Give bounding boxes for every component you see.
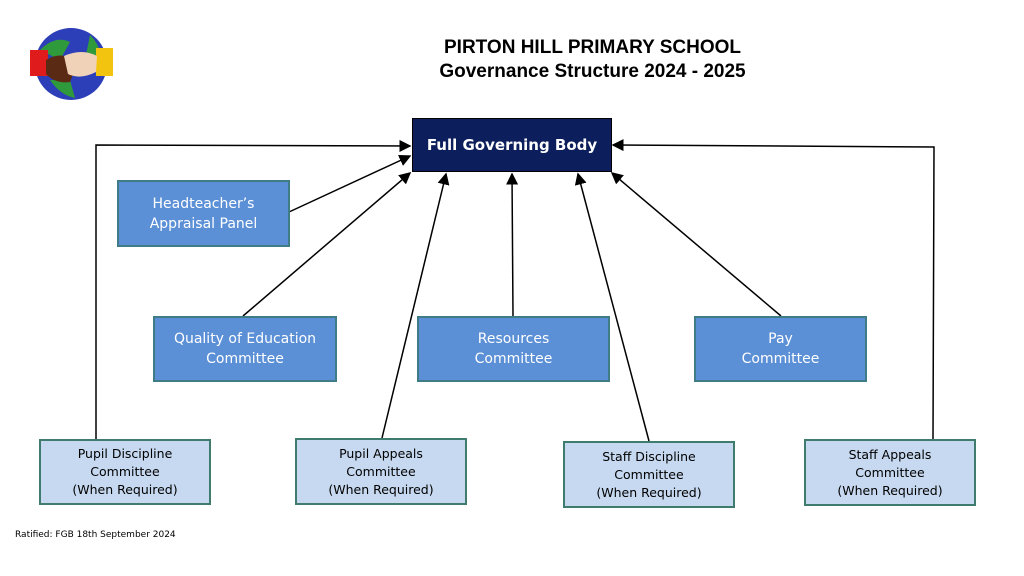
box-label: (When Required) — [837, 482, 943, 498]
connector-headteacher — [288, 154, 412, 213]
full-governing-body-box: Full Governing Body — [412, 118, 612, 172]
box-label: Full Governing Body — [426, 136, 598, 154]
box-label: (When Required) — [72, 482, 178, 497]
connector-staff-discipline — [574, 172, 650, 442]
school-name: PIRTON HILL PRIMARY SCHOOL — [444, 37, 741, 58]
connector-quality — [242, 172, 412, 317]
box-label: Committee — [206, 351, 284, 367]
box-label: Pay — [768, 331, 793, 347]
box-label: Quality of Education — [173, 331, 317, 347]
box-label: Headteacher’s — [152, 195, 255, 212]
box-label: Pupil Discipline — [77, 446, 173, 461]
box-label: Committee — [741, 351, 820, 367]
box-label: Staff Appeals — [848, 446, 932, 462]
box-label: Staff Discipline — [602, 448, 696, 464]
box-label: (When Required) — [328, 481, 434, 497]
school-logo — [30, 28, 113, 100]
box-label: Pupil Appeals — [339, 445, 423, 461]
box-label: Committee — [346, 463, 416, 479]
box-label: (When Required) — [596, 484, 702, 500]
box-label: Committee — [474, 351, 553, 367]
connector-staff-appeals — [611, 139, 935, 440]
connector-pupil-appeals — [381, 172, 450, 439]
connector-pupil-discipline — [95, 139, 412, 439]
connector-resources — [506, 172, 519, 317]
box-label: Resources — [477, 331, 550, 347]
box-label: Committee — [855, 464, 925, 480]
box-label: Committee — [90, 464, 160, 479]
connector-pay — [610, 172, 782, 317]
box-label: Appraisal Panel — [149, 215, 258, 232]
box-label: Committee — [614, 466, 684, 482]
ratified-note: Ratified: FGB 18th September 2024 — [15, 530, 176, 540]
page-title: Governance Structure 2024 - 2025 — [439, 61, 746, 82]
